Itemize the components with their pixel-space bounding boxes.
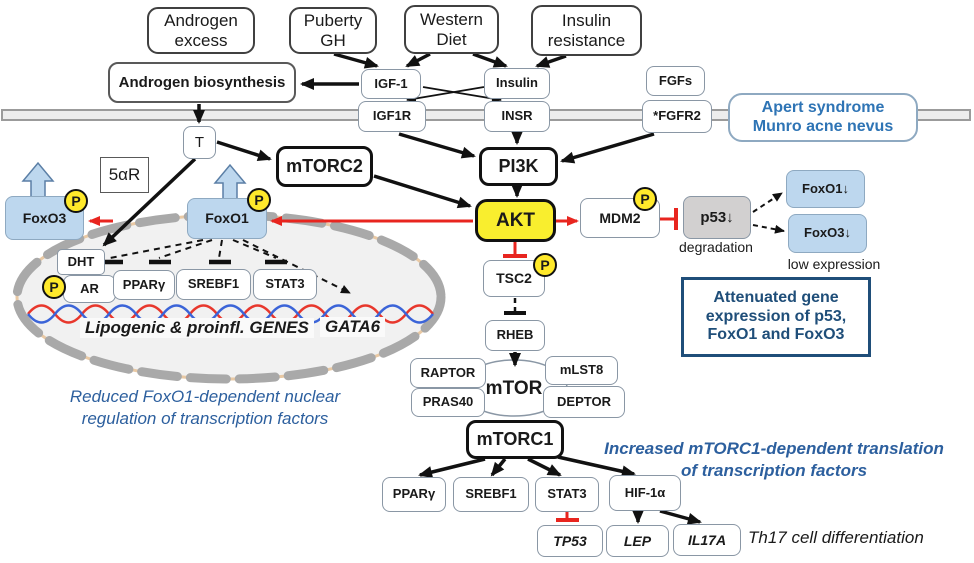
igf1-box: IGF-1 [361, 69, 421, 99]
five-alpha-reductase-box: 5αR [100, 157, 149, 193]
phospho-icon: P [64, 189, 88, 213]
activation-arrows [102, 52, 702, 525]
deptor-box: DEPTOR [543, 386, 625, 418]
akt-box: AKT [475, 199, 556, 242]
tp53-box: TP53 [537, 525, 603, 557]
hif1a-box: HIF-1α [609, 475, 681, 511]
increased-translation-note: Increased mTORC1-dependent translation o… [604, 439, 944, 481]
apert-syndrome-box: Apert syndrome Munro acne nevus [728, 93, 918, 142]
p53-foxo-dashes [752, 192, 785, 234]
mdm2-box: MDM2 [580, 198, 660, 238]
stat3-nuclear-box: STAT3 [253, 269, 317, 300]
androgen-biosynthesis-box: Androgen biosynthesis [108, 62, 296, 103]
pras40-box: PRAS40 [411, 388, 485, 417]
mtorc1-box: mTORC1 [466, 420, 564, 459]
insr-receptor-box: INSR [484, 101, 550, 132]
puberty-gh-box: Puberty GH [289, 7, 377, 54]
low-expression-caption: low expression [787, 256, 881, 272]
rheb-box: RHEB [485, 320, 545, 351]
pi3k-box: PI3K [479, 147, 558, 186]
fgfr2-receptor-box: *FGFR2 [642, 100, 712, 133]
red-arrows [88, 208, 678, 522]
foxo-up-arrows [21, 161, 247, 200]
testosterone-box: T [183, 126, 216, 159]
p53-degraded-box: p53↓ [683, 196, 751, 239]
phospho-icon: P [533, 253, 557, 277]
attenuated-expression-box: Attenuated gene expression of p53, FoxO1… [681, 277, 871, 357]
gata6-label: GATA6 [320, 317, 386, 337]
lipogenic-genes-label: Lipogenic & proinfl. GENES [80, 318, 314, 338]
mtorc2-box: mTORC2 [276, 146, 373, 187]
fgfs-box: FGFs [646, 66, 705, 96]
raptor-box: RAPTOR [410, 358, 486, 388]
th17-caption: Th17 cell differentiation [748, 528, 924, 547]
phospho-icon: P [42, 275, 66, 299]
western-diet-box: Western Diet [404, 5, 499, 54]
foxo3-low-box: FoxO3↓ [788, 214, 867, 253]
stat3-box: STAT3 [535, 477, 599, 512]
foxo1-box: FoxO1 [187, 198, 267, 239]
insulin-box: Insulin [484, 68, 550, 99]
ar-box: AR [63, 275, 116, 303]
srebf1-nuclear-box: SREBF1 [176, 269, 251, 300]
tsc2-rheb-inhibition [504, 298, 526, 315]
ppar-gamma-nuclear-box: PPARγ [113, 270, 175, 300]
srebf1-box: SREBF1 [453, 477, 529, 512]
il17a-box: IL17A [673, 524, 741, 556]
degradation-caption: degradation [679, 239, 753, 255]
lep-box: LEP [606, 525, 669, 557]
mtor-label: mTOR [485, 377, 543, 399]
ppar-gamma-box: PPARγ [382, 477, 446, 512]
foxo1-repression-dashes [109, 239, 351, 294]
androgen-excess-box: Androgen excess [147, 7, 255, 54]
insulin-resistance-box: Insulin resistance [531, 5, 642, 56]
mlst8-box: mLST8 [545, 356, 618, 385]
reduced-regulation-note: Reduced FoxO1-dependent nuclear regulati… [69, 387, 341, 429]
foxo1-low-box: FoxO1↓ [786, 170, 865, 208]
dht-box: DHT [57, 249, 105, 275]
igf1r-receptor-box: IGF1R [358, 101, 426, 132]
phospho-icon: P [247, 188, 271, 212]
phospho-icon: P [633, 187, 657, 211]
